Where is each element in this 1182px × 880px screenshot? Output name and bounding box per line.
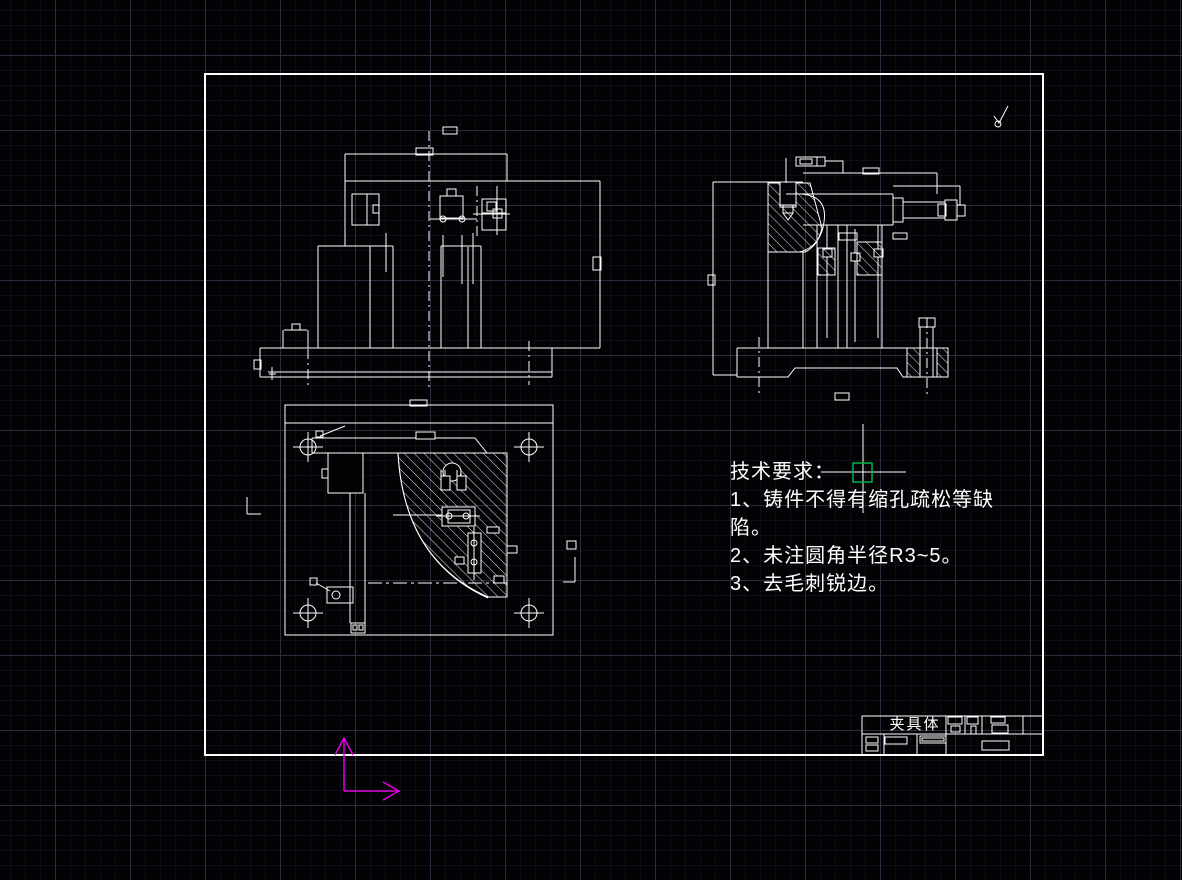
drawing-frame bbox=[204, 73, 1044, 756]
front-view[interactable] bbox=[253, 126, 602, 388]
tech-requirements[interactable]: 技术要求： 1、铸件不得有缩孔疏松等缺 陷。 2、未注圆角半径R3~5。 3、去… bbox=[730, 458, 1030, 598]
tech-requirements-line: 3、去毛刺锐边。 bbox=[730, 573, 890, 595]
title-block-part-name: 夹具体 bbox=[889, 716, 941, 733]
section-hatch bbox=[767, 182, 823, 253]
tech-requirements-line: 2、未注圆角半径R3~5。 bbox=[730, 545, 963, 567]
roughness-icon bbox=[993, 105, 1009, 128]
section-hatch bbox=[906, 347, 921, 378]
ucs-icon bbox=[334, 736, 401, 801]
crosshair[interactable] bbox=[821, 424, 906, 513]
tech-requirements-title: 技术要求： bbox=[730, 461, 835, 483]
bolt-symbol bbox=[795, 156, 818, 167]
title-block[interactable] bbox=[861, 715, 1043, 756]
centerlines bbox=[758, 318, 928, 397]
y-axis-arrow bbox=[334, 736, 354, 756]
baseplate-outline bbox=[284, 404, 554, 636]
pickbox[interactable] bbox=[852, 462, 873, 483]
note-box bbox=[442, 126, 458, 135]
edge-marker bbox=[592, 256, 602, 271]
side-view[interactable] bbox=[707, 156, 966, 401]
section-hatch bbox=[936, 347, 949, 378]
centerlines bbox=[307, 131, 530, 388]
tech-requirements-line: 1、铸件不得有缩孔疏松等缺 bbox=[730, 489, 995, 511]
x-axis-arrow bbox=[382, 781, 401, 801]
tech-requirements-line: 陷。 bbox=[730, 517, 772, 539]
plan-view[interactable] bbox=[246, 399, 577, 636]
fillet-arc bbox=[799, 193, 826, 253]
edge-marker bbox=[707, 274, 716, 286]
clamp-assembly bbox=[892, 197, 904, 223]
